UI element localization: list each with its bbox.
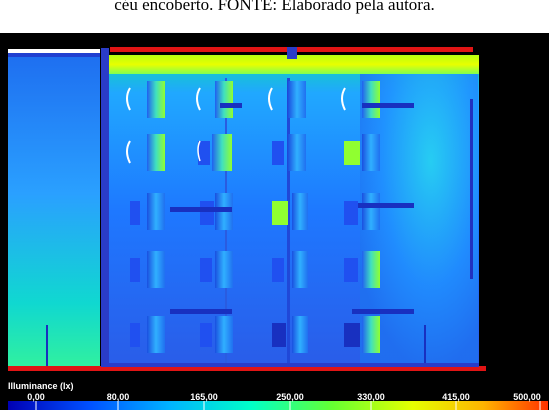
legend-tick-label: 165,00 — [190, 392, 218, 402]
bottom-wall — [101, 363, 479, 367]
desk-grid — [126, 81, 414, 353]
legend-tick-label: 500,00 — [513, 392, 541, 402]
desk-row-4 — [130, 251, 380, 288]
legend-tick-label: 250,00 — [276, 392, 304, 402]
top-column — [287, 47, 297, 59]
desk-row-3 — [130, 193, 414, 230]
legend-tick-label: 80,00 — [106, 392, 130, 402]
illuminance-render-panel: Illuminance (lx) 0,00 80,00 165,00 250,0… — [0, 33, 549, 410]
window-band — [109, 55, 479, 74]
right-wall-segment — [470, 99, 473, 279]
desk-row-2 — [126, 134, 380, 171]
legend-tick-label: 0,00 — [27, 392, 45, 402]
illuminance-false-color-plan — [8, 47, 548, 410]
legend-tick-label: 330,00 — [357, 392, 385, 402]
left-room-floor — [8, 53, 100, 366]
interior-column-a — [287, 78, 290, 368]
top-beam-right — [297, 47, 473, 52]
legend-ticks — [35, 401, 541, 410]
left-room-top-edge — [8, 49, 100, 53]
legend-title: Illuminance (lx) — [8, 381, 74, 391]
central-wall — [101, 48, 109, 368]
left-room-top-wall — [8, 53, 100, 57]
desk-row-5 — [130, 309, 414, 353]
figure-caption: céu encoberto. FONTE: Elaborado pela aut… — [114, 0, 435, 14]
top-beam-left — [110, 47, 290, 52]
legend-colorbar — [8, 401, 548, 410]
legend-tick-label: 415,00 — [442, 392, 470, 402]
bottom-beam — [8, 366, 486, 371]
desk-row-1 — [126, 81, 414, 118]
